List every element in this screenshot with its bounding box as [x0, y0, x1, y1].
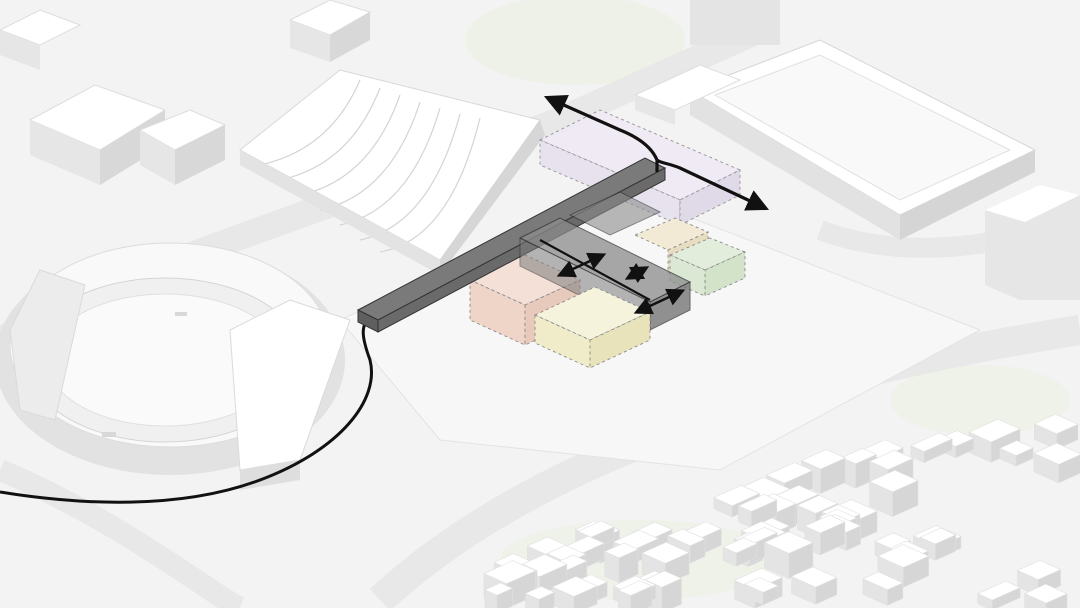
- low-rise-building: [604, 542, 639, 559]
- program-block-yellow: [533, 286, 652, 369]
- low-rise-neighborhood: [483, 413, 1080, 608]
- program-block-green: [668, 237, 747, 297]
- low-rise-building: [862, 571, 904, 591]
- internal-arrow-2: [624, 262, 650, 284]
- grid-roof-arena: [633, 0, 1037, 240]
- low-rise-building: [483, 560, 537, 585]
- low-rise-building: [765, 462, 814, 484]
- stepped-roof-hall: [239, 69, 545, 275]
- low-rise-building: [1033, 442, 1080, 465]
- low-rise-building: [800, 449, 846, 470]
- low-rise-building: [617, 580, 653, 596]
- low-rise-building: [1033, 413, 1079, 435]
- low-rise-building: [484, 582, 514, 596]
- exit-arrow-north: [543, 95, 659, 161]
- low-rise-building: [666, 528, 706, 547]
- low-rise-building: [999, 440, 1034, 456]
- low-rise-building: [641, 541, 690, 564]
- low-rise-building: [713, 485, 761, 507]
- low-rise-building: [790, 566, 838, 588]
- low-rise-building: [577, 520, 615, 538]
- low-rise-building: [1023, 583, 1068, 604]
- low-rise-building: [919, 527, 957, 545]
- path-line: [0, 316, 373, 504]
- low-rise-building: [841, 447, 878, 465]
- low-rise-building: [737, 494, 778, 512]
- low-rise-building: [910, 432, 953, 452]
- low-rise-building: [968, 418, 1021, 443]
- low-rise-building: [743, 577, 779, 593]
- low-rise-building: [763, 531, 814, 554]
- building-cluster-northwest: [0, 0, 372, 185]
- internal-arrow-3: [633, 288, 686, 315]
- low-rise-building: [722, 537, 758, 554]
- low-rise-building: [1016, 559, 1062, 580]
- low-rise-building: [644, 570, 683, 588]
- building-east: [985, 185, 1080, 300]
- low-rise-building: [868, 469, 919, 493]
- track-stadium: [0, 242, 351, 490]
- low-rise-building: [524, 586, 556, 600]
- exit-connections: [543, 95, 770, 211]
- internal-connections: [539, 239, 686, 315]
- low-rise-building: [869, 449, 914, 470]
- low-rise-building: [977, 580, 1021, 601]
- low-rise-building: [796, 494, 839, 514]
- internal-arrow-1: [556, 252, 607, 278]
- low-rise-building: [877, 544, 930, 568]
- low-rise-building: [804, 514, 846, 534]
- low-rise-building: [551, 576, 598, 597]
- low-rise-building: [874, 532, 911, 550]
